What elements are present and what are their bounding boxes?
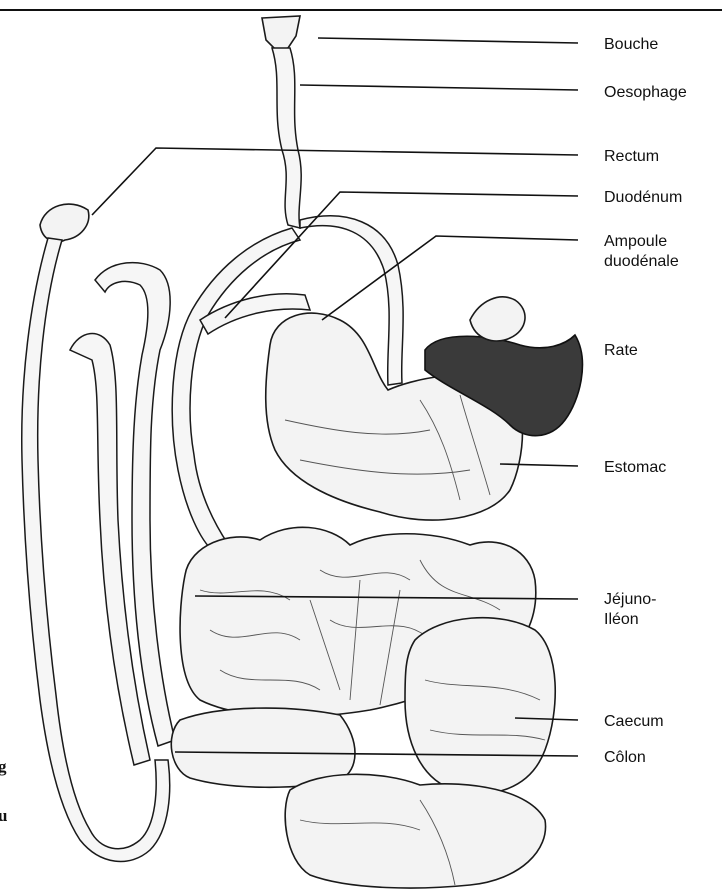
leader-bouche [318,38,578,43]
caecum [405,618,555,794]
label-oesophage: Oesophage [604,84,687,101]
mouth [262,16,300,50]
label-ampoule-line1: Ampoule [604,233,667,250]
rectum [40,204,89,242]
label-colon: Côlon [604,749,646,766]
leader-oesophage [300,85,578,90]
oesophagus [272,48,301,228]
label-rate: Rate [604,342,638,359]
label-rectum: Rectum [604,148,659,165]
leader-rectum [92,148,578,215]
label-caecum: Caecum [604,713,664,730]
colon-sigmoid [285,774,545,888]
label-jejuno-line1: Jéjuno- [604,591,656,608]
cropped-side-text-2: u [0,806,7,825]
label-estomac: Estomac [604,459,666,476]
label-duodenum: Duodénum [604,189,682,206]
cropped-side-text-1: g [0,757,7,776]
label-bouche: Bouche [604,36,658,53]
label-jejuno-line2: Iléon [604,611,639,628]
leader-ampoule [322,236,578,320]
spleen-tip [470,297,525,341]
label-ampoule-line2: duodénale [604,253,679,270]
colon-lower [171,708,355,787]
